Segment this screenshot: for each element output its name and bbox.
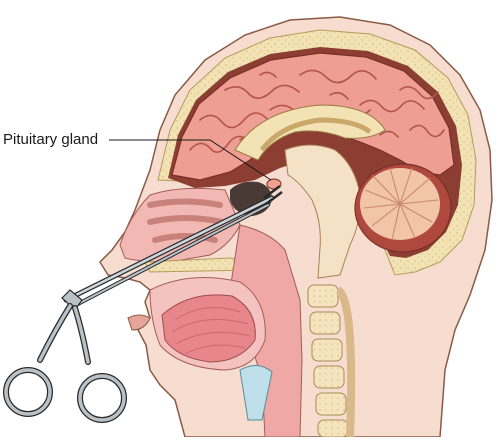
pituitary-leader-line: [109, 139, 272, 181]
brainstem: [284, 144, 361, 279]
lips: [127, 314, 151, 331]
cervical-vertebrae: [307, 284, 356, 438]
larynx: [239, 365, 273, 421]
cerebellum: [354, 163, 452, 253]
corpus-callosum: [234, 104, 386, 161]
pituitary-gland-label: Pituitary gland: [3, 131, 99, 148]
surgical-forceps-icon: [3, 185, 283, 423]
